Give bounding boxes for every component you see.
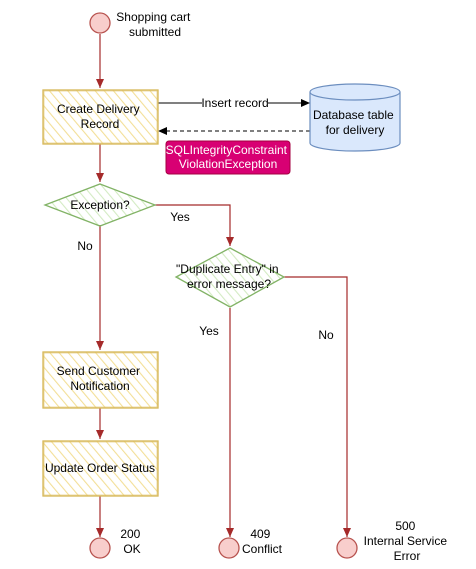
end-200-node[interactable]	[89, 537, 111, 559]
end-500-label: 500 Internal Service Error	[364, 519, 451, 563]
send-customer-notification-label: Send Customer Notification	[57, 364, 144, 393]
edge-label-insert-record: Insert record	[201, 96, 268, 110]
end-409-node[interactable]	[218, 537, 240, 559]
database-table-label: Database table for delivery	[313, 108, 397, 137]
exception-badge-label: SQLIntegrityConstraint ViolationExceptio…	[166, 143, 291, 171]
create-delivery-record-node[interactable]: Create Delivery Record	[42, 89, 159, 145]
create-delivery-record-label: Create Delivery Record	[57, 102, 143, 131]
edge-label-yes-duplicate: Yes	[199, 324, 219, 338]
duplicate-entry-decision-label: "Duplicate Entry" in error message?	[176, 262, 282, 291]
end-409-label: 409 Conflict	[242, 527, 283, 556]
exception-decision-node[interactable]: Exception?	[43, 183, 157, 227]
exception-badge: SQLIntegrityConstraint ViolationExceptio…	[165, 140, 291, 175]
start-label: Shopping cart submitted	[116, 10, 193, 39]
send-customer-notification-node[interactable]: Send Customer Notification	[42, 351, 159, 409]
end-500-node[interactable]	[336, 537, 358, 559]
update-order-status-node[interactable]: Update Order Status	[42, 440, 159, 497]
edge-label-no-exception: No	[77, 239, 93, 253]
edge-label-no-duplicate: No	[318, 328, 334, 342]
edge-exception-yes	[155, 204, 234, 246]
update-order-status-label: Update Order Status	[45, 461, 155, 475]
duplicate-entry-decision-node[interactable]: "Duplicate Entry" in error message?	[174, 247, 286, 308]
start-node[interactable]	[89, 12, 111, 34]
end-200-label: 200 OK	[120, 527, 143, 556]
edge-duplicate-no	[284, 276, 351, 537]
edge-label-yes-exception: Yes	[170, 210, 190, 224]
exception-decision-label: Exception?	[70, 198, 130, 212]
database-table-node[interactable]: Database table for delivery	[309, 83, 401, 152]
